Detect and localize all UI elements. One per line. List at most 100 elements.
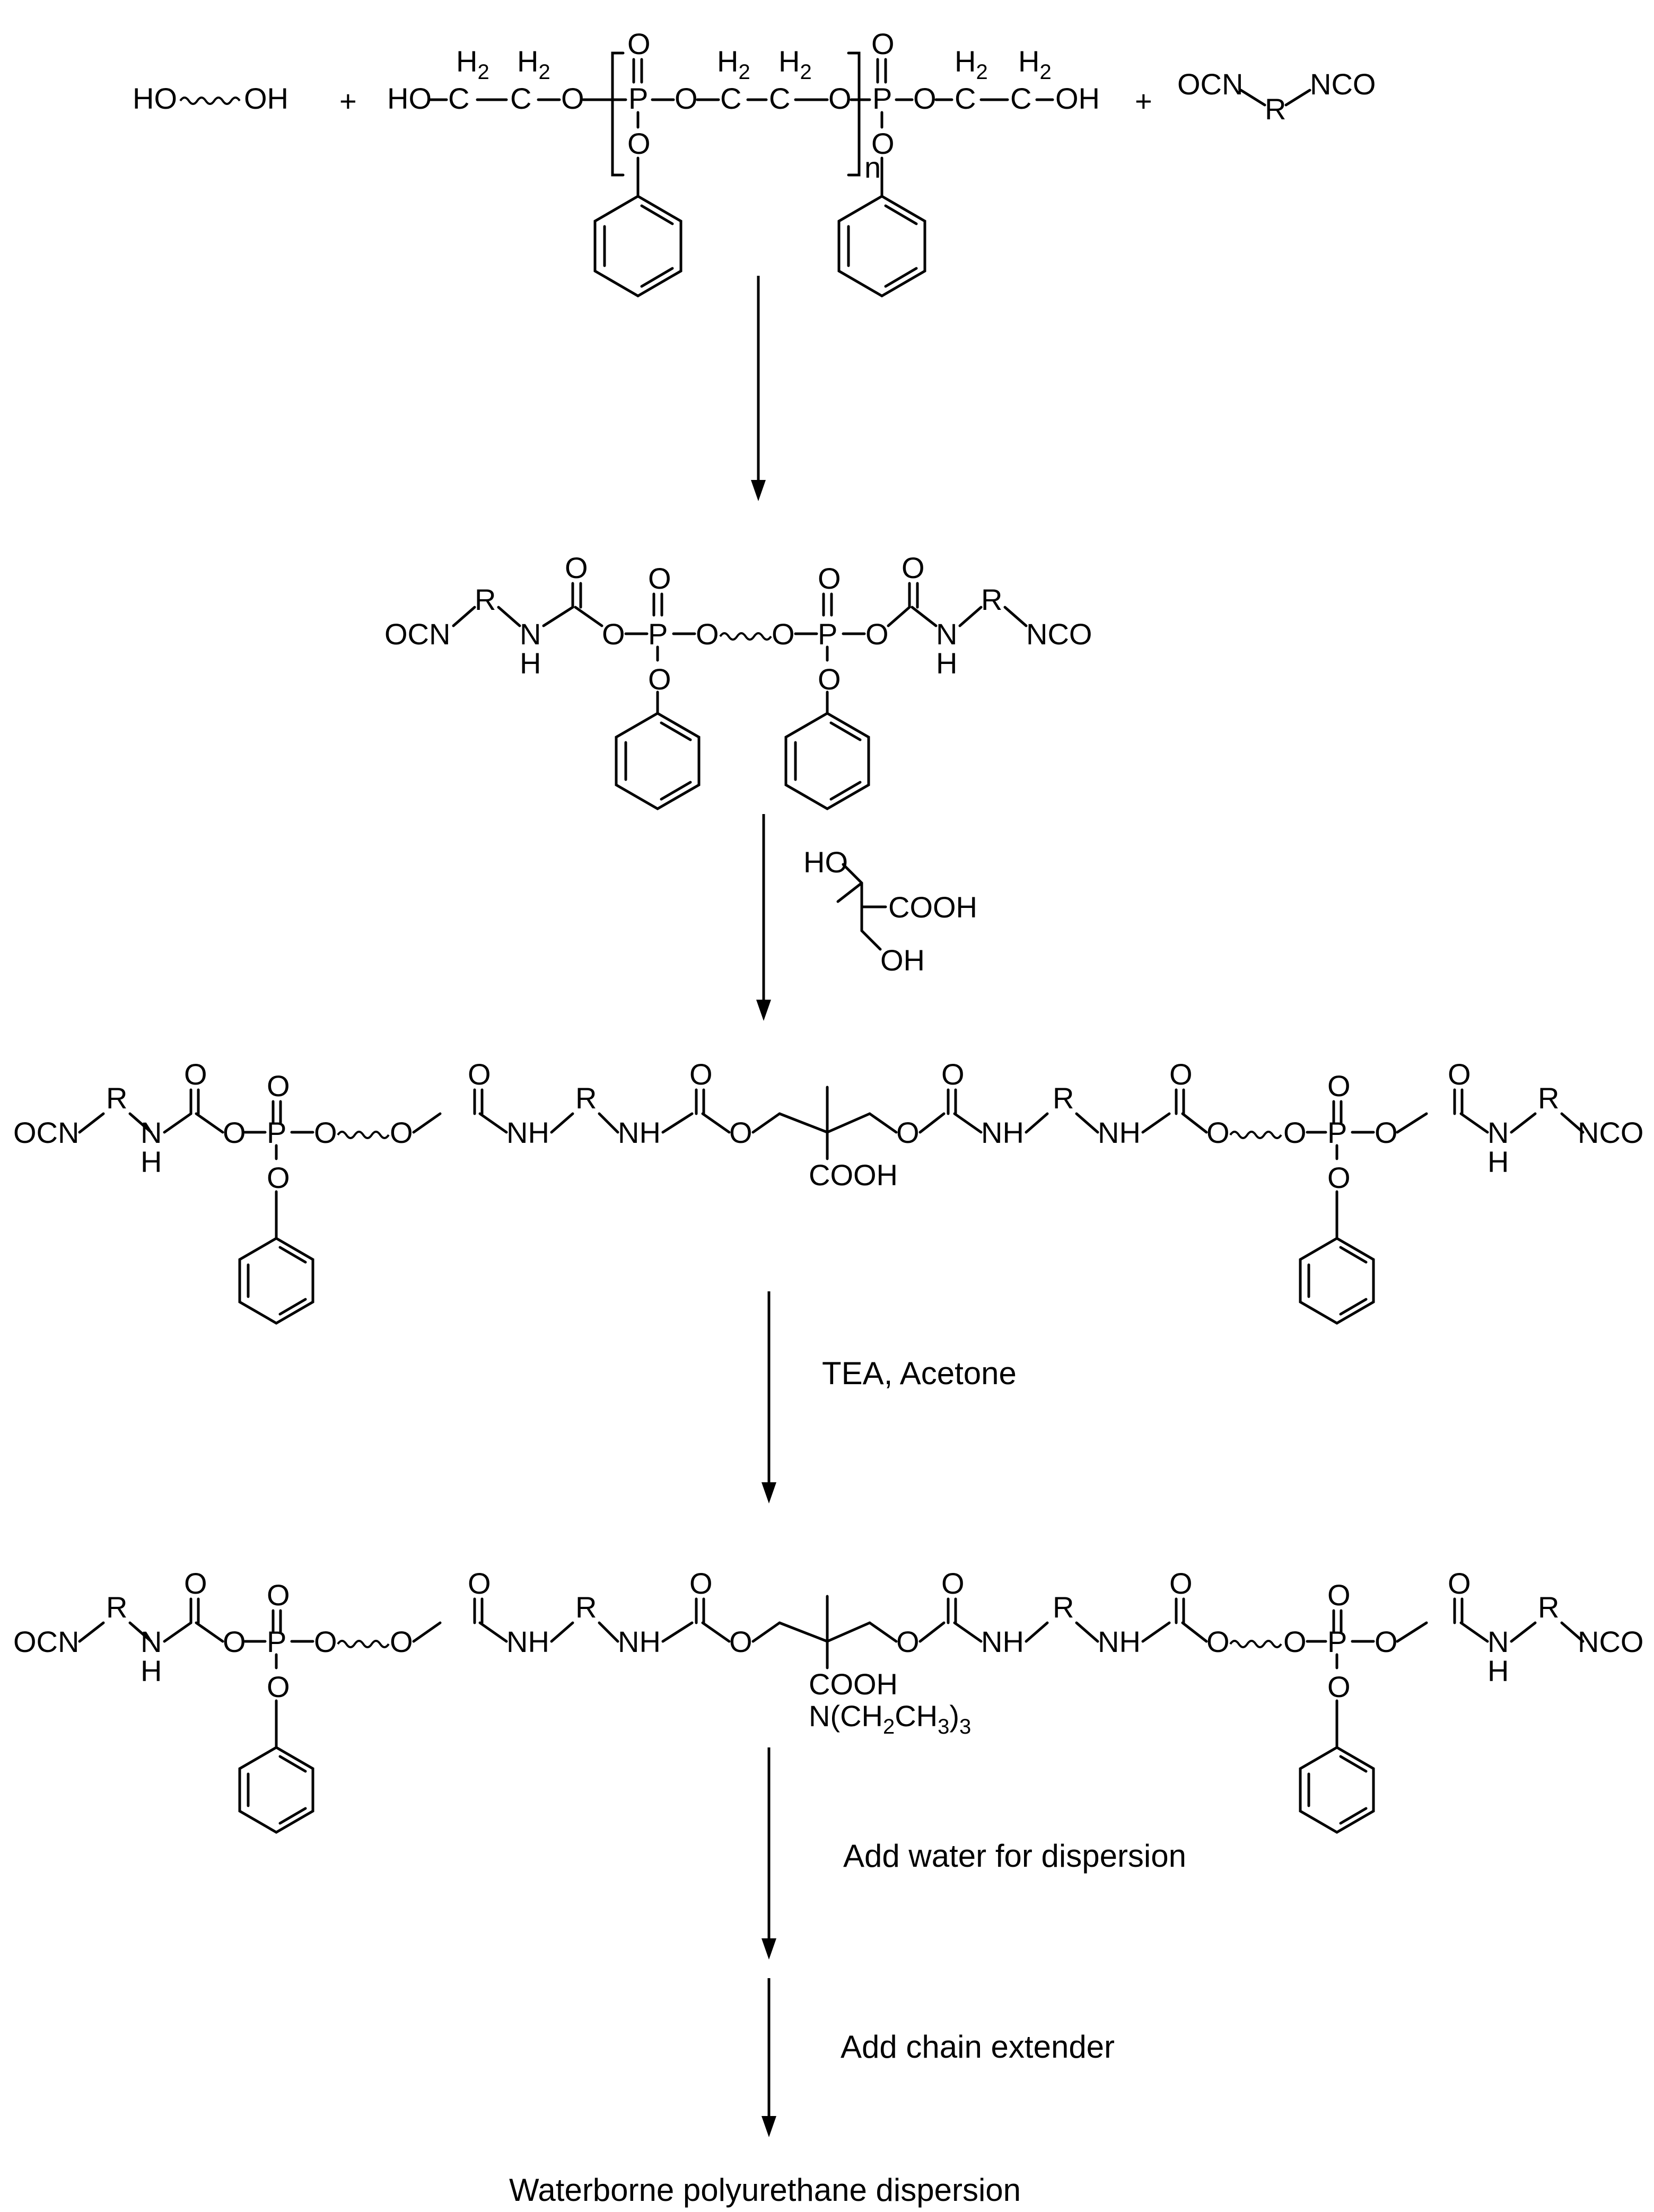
ppol-o4: O xyxy=(913,82,937,115)
atom-nh: NH xyxy=(1098,1625,1141,1658)
atom-h: H xyxy=(936,646,957,680)
atom-o: O xyxy=(1283,1116,1307,1149)
atom-o: O xyxy=(314,1116,337,1149)
atom-o: O xyxy=(696,617,719,651)
atom-nh: NH xyxy=(618,1625,661,1658)
phenyl-ring xyxy=(593,195,682,298)
step-tea-acetone: TEA, Acetone xyxy=(822,1356,1017,1391)
atom-o: O xyxy=(896,1625,920,1658)
atom-nh: NH xyxy=(1098,1116,1141,1149)
reactant-diol: HO OH xyxy=(133,82,288,115)
atom-ocn: OCN xyxy=(13,1116,79,1149)
atom-p: P xyxy=(1327,1116,1347,1149)
plus-sign-2: + xyxy=(1135,84,1152,118)
atom-o: O xyxy=(648,562,671,595)
atom-h: H xyxy=(141,1145,162,1178)
ppol-h2-4: H2 xyxy=(778,45,812,84)
ppol-c5: C xyxy=(955,82,976,115)
wavy-chain xyxy=(337,1640,390,1648)
atom-o: O xyxy=(1375,1625,1398,1658)
ppol-o3: O xyxy=(828,82,852,115)
diol-oh: OH xyxy=(244,82,288,115)
atom-r: R xyxy=(106,1081,127,1115)
dmpa-oh: OH xyxy=(880,943,925,977)
atom-o: O xyxy=(267,1161,290,1194)
atom-o: O xyxy=(1206,1116,1230,1149)
reaction-arrow-4 xyxy=(762,1747,776,1960)
atom-p: P xyxy=(267,1116,286,1149)
atom-o: O xyxy=(1327,1578,1351,1612)
wavy-chain xyxy=(719,632,772,641)
atom-n: N xyxy=(520,617,541,651)
atom-o: O xyxy=(1327,1069,1351,1103)
atom-p: P xyxy=(818,617,837,651)
atom-o: O xyxy=(1169,1567,1193,1600)
atom-o: O xyxy=(818,562,841,595)
atom-r: R xyxy=(575,1590,597,1624)
atom-o: O xyxy=(565,551,588,584)
atom-h: H xyxy=(1487,1654,1509,1688)
atom-nh: NH xyxy=(506,1625,549,1658)
ppol-p2-ester-o: O xyxy=(871,127,895,160)
atom-r: R xyxy=(1538,1081,1559,1115)
atom-o: O xyxy=(267,1578,290,1612)
atom-r: R xyxy=(475,583,496,616)
phenyl-ring xyxy=(837,195,926,298)
atom-n: N xyxy=(141,1625,162,1658)
atom-o: O xyxy=(729,1625,752,1658)
phenyl-ring xyxy=(238,1237,314,1325)
atom-o: O xyxy=(1327,1161,1351,1194)
atom-o: O xyxy=(184,1057,207,1091)
dmpa-ho: HO xyxy=(803,845,848,879)
phenyl-ring xyxy=(784,712,870,810)
atom-n: N xyxy=(936,617,957,651)
atom-n: N xyxy=(1487,1116,1509,1149)
atom-cooh: COOH xyxy=(809,1667,898,1701)
atom-o: O xyxy=(902,551,925,584)
wavy-chain xyxy=(1229,1131,1282,1139)
atom-o: O xyxy=(390,1625,413,1658)
step-add-chain-extender: Add chain extender xyxy=(841,2029,1115,2065)
triethylammonium: N(CH2CH3)3 xyxy=(809,1699,971,1738)
atom-r: R xyxy=(1538,1590,1559,1624)
reaction-arrow-5 xyxy=(762,1978,776,2137)
atom-h: H xyxy=(1487,1145,1509,1178)
product-label: Waterborne polyurethane dispersion xyxy=(509,2172,1021,2208)
atom-n: N xyxy=(141,1116,162,1149)
atom-cooh: COOH xyxy=(809,1158,898,1192)
atom-o: O xyxy=(865,617,889,651)
atom-nh: NH xyxy=(981,1625,1024,1658)
ppol-c6: C xyxy=(1010,82,1031,115)
atom-ocn: OCN xyxy=(13,1625,79,1658)
dmpa-reagent: HO COOH OH xyxy=(803,845,977,977)
diiso-nco: NCO xyxy=(1310,67,1376,101)
atom-o: O xyxy=(1169,1057,1193,1091)
atom-n: N xyxy=(1487,1625,1509,1658)
atom-o: O xyxy=(1375,1116,1398,1149)
phenyl-ring xyxy=(615,712,701,810)
atom-nh: NH xyxy=(506,1116,549,1149)
ppol-p1-ester-o: O xyxy=(627,127,651,160)
ppol-o2: O xyxy=(675,82,698,115)
atom-o: O xyxy=(1448,1567,1471,1600)
wavy-chain xyxy=(1229,1640,1282,1648)
atom-nco: NCO xyxy=(1578,1116,1643,1149)
atom-o: O xyxy=(468,1057,491,1091)
ppol-h2-1: H2 xyxy=(456,45,489,84)
atom-r: R xyxy=(575,1081,597,1115)
step-add-water: Add water for dispersion xyxy=(843,1838,1186,1874)
ppol-p1-oxo: O xyxy=(627,27,651,60)
atom-o: O xyxy=(772,617,795,651)
atom-p: P xyxy=(267,1625,286,1658)
atom-o: O xyxy=(941,1567,965,1600)
repeat-n: n xyxy=(864,151,881,184)
atom-o: O xyxy=(689,1567,713,1600)
atom-nco: NCO xyxy=(1578,1625,1643,1658)
atom-p: P xyxy=(1327,1625,1347,1658)
atom-h: H xyxy=(141,1654,162,1688)
ppol-c2: C xyxy=(510,82,531,115)
plus-sign-1: + xyxy=(339,84,357,118)
atom-o: O xyxy=(390,1116,413,1149)
